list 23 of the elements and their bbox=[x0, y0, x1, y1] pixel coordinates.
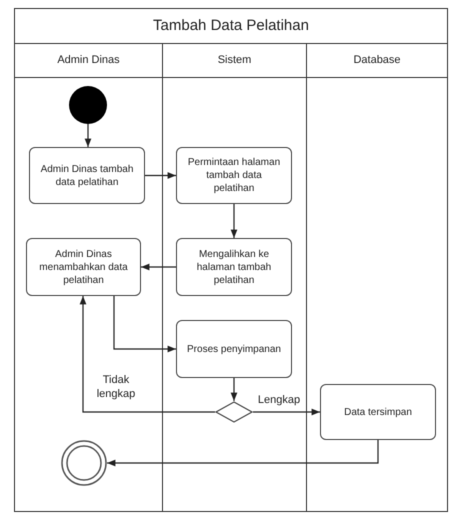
arrow bbox=[113, 296, 176, 352]
arrow bbox=[80, 296, 215, 413]
pool-header: Tambah Data Pelatihan bbox=[153, 16, 309, 36]
decision-diamond bbox=[215, 401, 253, 423]
activity-box: Data tersimpan bbox=[320, 384, 436, 440]
activity-box: Admin Dinas tambah data pelatihan bbox=[29, 147, 145, 204]
arrow bbox=[230, 204, 238, 238]
activity-box: Mengalihkan ke halaman tambah pelatihan bbox=[176, 238, 292, 296]
initial-node bbox=[69, 86, 107, 124]
arrow bbox=[107, 440, 379, 466]
activity-box: Proses penyimpanan bbox=[176, 320, 292, 378]
arrow bbox=[253, 408, 320, 416]
lane-header: Sistem bbox=[218, 53, 252, 68]
arrow bbox=[141, 264, 176, 270]
final-node bbox=[61, 440, 107, 486]
arrow bbox=[230, 378, 238, 401]
activity-box: Permintaan halaman tambah data pelatihan bbox=[176, 147, 292, 204]
lane-header: Admin Dinas bbox=[57, 53, 120, 68]
arrow bbox=[84, 124, 92, 147]
lane-header: Database bbox=[353, 53, 401, 68]
arrow bbox=[145, 172, 176, 179]
swimlane-pool bbox=[14, 8, 448, 512]
activity-box: Admin Dinas menambahkan data pelatihan bbox=[26, 238, 141, 296]
